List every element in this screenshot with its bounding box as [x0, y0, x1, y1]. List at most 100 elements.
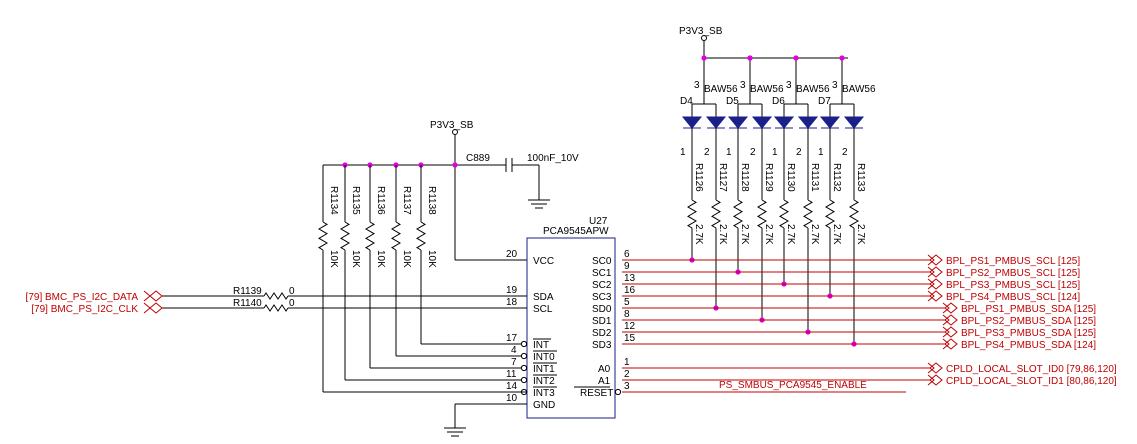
- pin-name-left: INT3: [533, 388, 555, 399]
- resistor-symbol: [711, 199, 721, 229]
- pullup-left-ref: R1137: [401, 186, 412, 215]
- pin-name-right: SD0: [592, 304, 612, 315]
- reset-net: PS_SMBUS_PCA9545_ENABLE: [622, 380, 906, 393]
- pullup-right-ref: R1133: [855, 163, 866, 192]
- diode-pin-b: 2: [842, 147, 848, 158]
- pin-num-left: 14: [506, 381, 518, 392]
- right-net-label: BPL_PS4_PMBUS_SDA [124]: [961, 340, 1096, 351]
- pullup-right-value: 2.7K: [809, 224, 820, 245]
- pin-name-left: INT0: [533, 352, 555, 363]
- diode-pin-a: 1: [772, 147, 778, 158]
- pin-num-right: 8: [624, 309, 630, 320]
- net-port-arrow: [944, 338, 958, 350]
- pullup-right-ref: R1131: [809, 163, 820, 192]
- right-net-label: BPL_PS2_PMBUS_SDA [125]: [961, 316, 1096, 327]
- resistor-symbol: [687, 199, 697, 229]
- pullup-left-value: 10K: [350, 250, 361, 268]
- resistor-symbol: [733, 199, 743, 229]
- net-port-arrow: [929, 290, 943, 302]
- series-ref: R1140: [233, 298, 262, 309]
- resistor-symbol: [365, 221, 375, 251]
- diode-symbol: [751, 116, 773, 129]
- pin-name-right: SC1: [592, 268, 612, 279]
- chip-part: PCA9545APW: [543, 226, 609, 237]
- pin-num-right: 2: [624, 369, 630, 380]
- pullup-right-value: 2.7K: [763, 224, 774, 245]
- pullup-right-value: 2.7K: [693, 224, 704, 245]
- net-port-arrow: [929, 362, 943, 374]
- pin-name-left: SDA: [533, 292, 554, 303]
- diode-pin-top: 3: [694, 80, 700, 91]
- resistor-symbol: [263, 292, 289, 300]
- pullup-right-value: 2.7K: [717, 224, 728, 245]
- pin-name-right: SC2: [592, 280, 612, 291]
- diode-pin-top: 3: [786, 80, 792, 91]
- series-ref: R1139: [233, 286, 262, 297]
- chip-left-pins: 20VCC19SDA18SCL17INT4INT07INT111INT214IN…: [506, 249, 557, 411]
- resistor-symbol: [391, 221, 401, 251]
- top-power-label: P3V3_SB: [679, 26, 723, 37]
- pin-name-left: INT2: [533, 376, 555, 387]
- left-power-label: P3V3_SB: [430, 120, 474, 131]
- pin-name-right: A0: [598, 364, 611, 375]
- pin-name-right: SD3: [592, 340, 612, 351]
- pin-num-right: 1: [624, 357, 630, 368]
- right-net-label: BPL_PS2_PMBUS_SCL [125]: [946, 268, 1080, 279]
- diode-symbol: [819, 116, 841, 129]
- diode-symbol: [727, 116, 749, 129]
- diode-symbol: [681, 116, 703, 129]
- left-power-port: [452, 129, 458, 135]
- right-net-label: CPLD_LOCAL_SLOT_ID0 [79,86,120]: [946, 364, 1117, 375]
- net-port-arrow: [149, 290, 163, 302]
- chip-ref: U27: [589, 216, 608, 227]
- pin-num-right: 3: [624, 381, 630, 392]
- net-port-arrow: [944, 326, 958, 338]
- net-port-arrow: [929, 278, 943, 290]
- pullup-left-ref: R1134: [328, 186, 339, 215]
- pullup-resistors-right: R11262.7KR11272.7KR11282.7KR11292.7KR113…: [687, 163, 866, 347]
- pin-name-right: SC0: [592, 256, 612, 267]
- pullup-right-value: 2.7K: [831, 224, 842, 245]
- resistor-symbol: [803, 199, 813, 229]
- diode-pin-a: 1: [726, 147, 732, 158]
- pin-num-left: 17: [506, 333, 518, 344]
- pin-num-right: 16: [624, 285, 636, 296]
- pin-name-left: VCC: [533, 256, 554, 267]
- right-net-label: BPL_PS4_PMBUS_SCL [124]: [946, 292, 1080, 303]
- pullup-right-ref: R1129: [763, 163, 774, 192]
- cap-ref: C889: [466, 153, 490, 164]
- diode-pin-b: 2: [750, 147, 756, 158]
- pullup-left-ref: R1138: [426, 186, 437, 215]
- pin-num-right: 9: [624, 261, 630, 272]
- pin-num-left: 20: [506, 249, 518, 260]
- resistor-symbol: [849, 199, 859, 229]
- pullup-right-ref: R1132: [831, 163, 842, 192]
- pullup-right-ref: R1127: [717, 163, 728, 192]
- pin-num-left: 19: [506, 285, 518, 296]
- net-port-arrow: [944, 302, 958, 314]
- diode-pin-b: 2: [796, 147, 802, 158]
- chip-u27: U27 PCA9545APW: [526, 216, 616, 419]
- pin-name-left: GND: [533, 400, 555, 411]
- left-net-label: [79] BMC_PS_I2C_CLK: [31, 304, 138, 315]
- left-net-label: [79] BMC_PS_I2C_DATA: [26, 292, 139, 303]
- left-net-ports: [79] BMC_PS_I2C_DATA[79] BMC_PS_I2C_CLK: [26, 290, 163, 315]
- right-net-label: BPL_PS3_PMBUS_SCL [125]: [946, 280, 1080, 291]
- chip-body: [526, 237, 616, 419]
- reset-net-label: PS_SMBUS_PCA9545_ENABLE: [719, 380, 867, 391]
- diode-symbol: [773, 116, 795, 129]
- diode-ref: D6: [772, 96, 785, 107]
- pin-num-left: 4: [511, 345, 517, 356]
- diode-pin-a: 1: [680, 147, 686, 158]
- pin-num-right: 6: [624, 249, 630, 260]
- top-power-port: [701, 35, 707, 41]
- pullup-left-ref: R1135: [350, 186, 361, 215]
- diode-part: BAW56: [796, 84, 830, 95]
- pullup-left-value: 10K: [426, 250, 437, 268]
- pin-name-right: SD1: [592, 316, 612, 327]
- pullup-right-ref: R1126: [693, 163, 704, 192]
